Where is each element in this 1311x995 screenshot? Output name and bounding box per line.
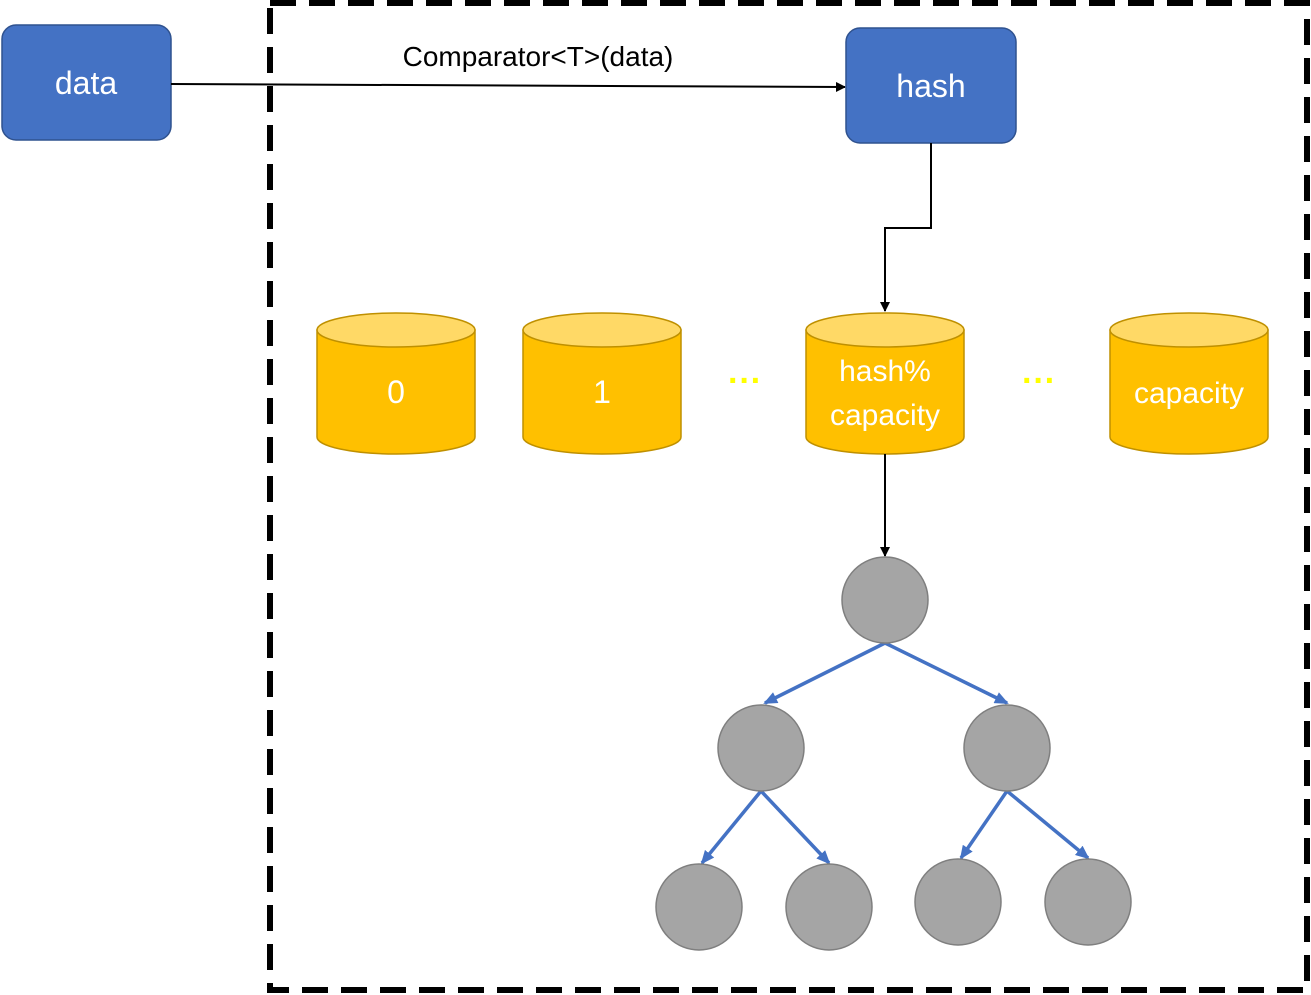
- arrow-hash-to-bucket: [880, 143, 932, 312]
- tree-edge-left-right: [759, 789, 831, 865]
- data-node-label: data: [55, 65, 117, 101]
- tree-nodes: [655, 556, 1132, 951]
- tree-node-level2-4: [1044, 858, 1132, 946]
- tree-node-root: [841, 556, 929, 644]
- bucket-hash-label-line1: hash%: [839, 355, 931, 388]
- bucket-hash-mod-capacity: hash% capacity: [805, 312, 965, 455]
- tree-node-level2-2: [785, 863, 873, 951]
- tree-node-level1-left: [717, 704, 805, 792]
- bucket-0-label: 0: [387, 374, 405, 410]
- tree-node-level1-right: [963, 704, 1051, 792]
- data-node: data: [1, 24, 172, 141]
- bucket-1: 1: [522, 312, 682, 455]
- hash-node-label: hash: [896, 68, 965, 104]
- container-dashed-border: [267, 0, 1310, 993]
- edge-label-comparator: Comparator<T>(data): [403, 41, 674, 72]
- tree-edges: [700, 641, 1090, 865]
- tree-node-level2-1: [655, 863, 743, 951]
- arrow-data-to-hash: [170, 81, 846, 92]
- hash-node: hash: [845, 27, 1017, 144]
- tree-edge-root-left: [763, 641, 886, 705]
- ellipsis-left: ···: [728, 362, 762, 400]
- bucket-capacity: capacity: [1109, 312, 1269, 455]
- tree-edge-left-left: [700, 789, 763, 865]
- tree-edge-right-right: [1005, 789, 1090, 860]
- tree-node-level2-3: [914, 858, 1002, 946]
- tree-edge-right-left: [959, 790, 1009, 860]
- bucket-hash-label-line2: capacity: [830, 399, 940, 432]
- bucket-capacity-label: capacity: [1134, 377, 1244, 410]
- ellipsis-right: ···: [1022, 362, 1056, 400]
- bucket-1-label: 1: [593, 374, 611, 410]
- bucket-0: 0: [316, 312, 476, 455]
- tree-edge-root-right: [884, 641, 1009, 705]
